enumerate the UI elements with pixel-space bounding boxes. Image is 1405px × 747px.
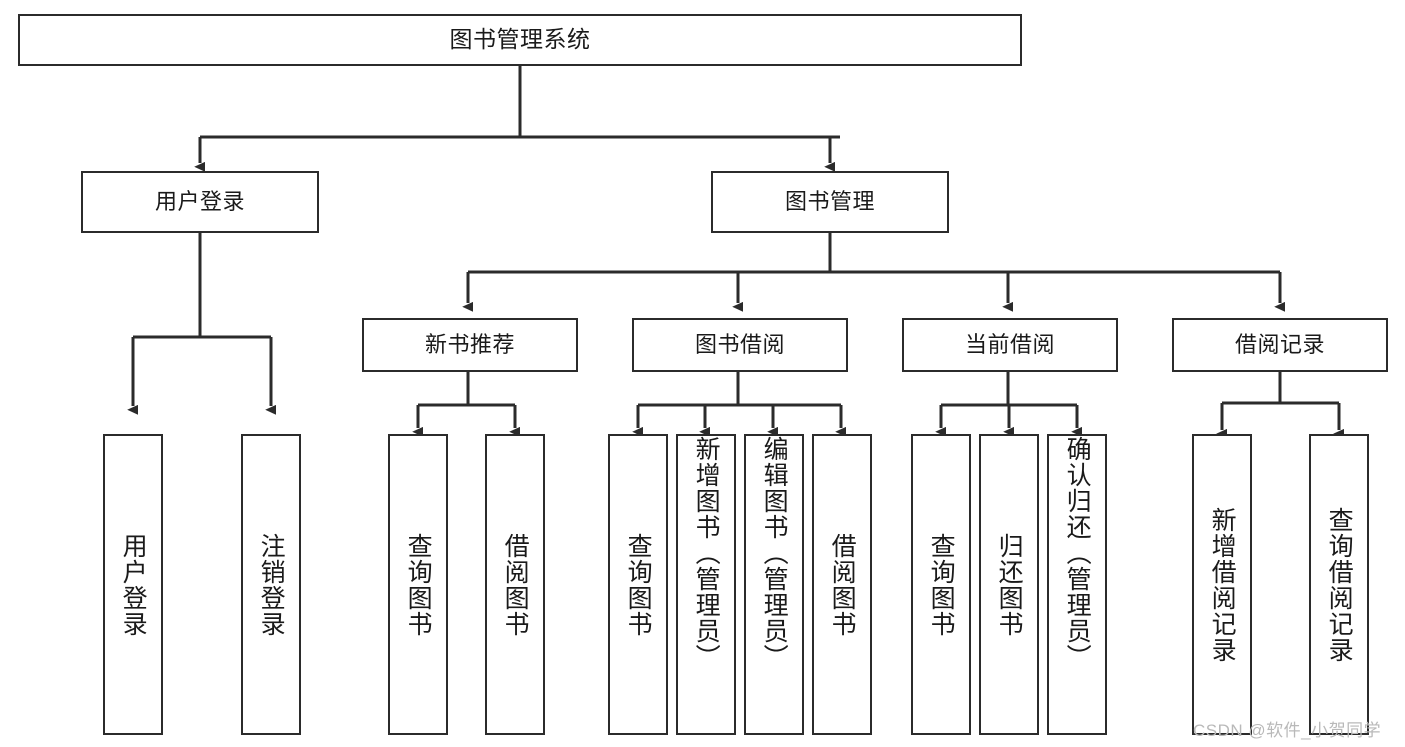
node-leaf-edit-book[interactable]: 编辑图书（管理员） [744, 434, 804, 735]
node-current-borrow[interactable]: 当前借阅 [902, 318, 1118, 372]
node-leaf-borrow-book-2-label: 借阅图书 [828, 532, 857, 637]
node-leaf-logout-label: 注销登录 [257, 532, 286, 637]
node-leaf-query-book-1[interactable]: 查询图书 [388, 434, 448, 735]
node-leaf-query-book-2[interactable]: 查询图书 [608, 434, 668, 735]
node-new-book-rec[interactable]: 新书推荐 [362, 318, 578, 372]
node-book-borrow[interactable]: 图书借阅 [632, 318, 848, 372]
node-leaf-edit-book-label: 编辑图书（管理员） [760, 436, 789, 670]
node-leaf-borrow-book-2[interactable]: 借阅图书 [812, 434, 872, 735]
node-leaf-query-record[interactable]: 查询借阅记录 [1309, 434, 1369, 735]
node-root-label: 图书管理系统 [449, 26, 591, 53]
node-leaf-query-book-3[interactable]: 查询图书 [911, 434, 971, 735]
node-book-manage[interactable]: 图书管理 [711, 171, 949, 233]
node-leaf-add-book-label: 新增图书（管理员） [692, 436, 721, 670]
node-leaf-logout[interactable]: 注销登录 [241, 434, 301, 735]
node-new-book-rec-label: 新书推荐 [424, 332, 515, 358]
node-user-login-label: 用户登录 [154, 189, 245, 215]
node-leaf-user-login-label: 用户登录 [119, 532, 148, 637]
node-leaf-borrow-book-1-label: 借阅图书 [501, 532, 530, 637]
node-leaf-add-record[interactable]: 新增借阅记录 [1192, 434, 1252, 735]
node-leaf-query-book-1-label: 查询图书 [404, 532, 433, 637]
node-leaf-query-book-2-label: 查询图书 [624, 532, 653, 637]
csdn-watermark: CSDN @软件_小贺同学 [1193, 721, 1382, 740]
node-leaf-add-record-label: 新增借阅记录 [1208, 506, 1237, 663]
node-leaf-user-login[interactable]: 用户登录 [103, 434, 163, 735]
node-current-borrow-label: 当前借阅 [964, 332, 1055, 358]
node-book-manage-label: 图书管理 [784, 189, 875, 215]
node-root[interactable]: 图书管理系统 [18, 14, 1022, 66]
node-leaf-return-book[interactable]: 归还图书 [979, 434, 1039, 735]
node-leaf-borrow-book-1[interactable]: 借阅图书 [485, 434, 545, 735]
node-leaf-confirm-return[interactable]: 确认归还（管理员） [1047, 434, 1107, 735]
node-user-login[interactable]: 用户登录 [81, 171, 319, 233]
node-borrow-record[interactable]: 借阅记录 [1172, 318, 1388, 372]
node-leaf-add-book[interactable]: 新增图书（管理员） [676, 434, 736, 735]
node-book-borrow-label: 图书借阅 [694, 332, 785, 358]
node-leaf-query-book-3-label: 查询图书 [927, 532, 956, 637]
node-borrow-record-label: 借阅记录 [1234, 332, 1325, 358]
node-leaf-query-record-label: 查询借阅记录 [1325, 506, 1354, 663]
node-leaf-return-book-label: 归还图书 [995, 532, 1024, 637]
node-leaf-confirm-return-label: 确认归还（管理员） [1063, 436, 1092, 670]
